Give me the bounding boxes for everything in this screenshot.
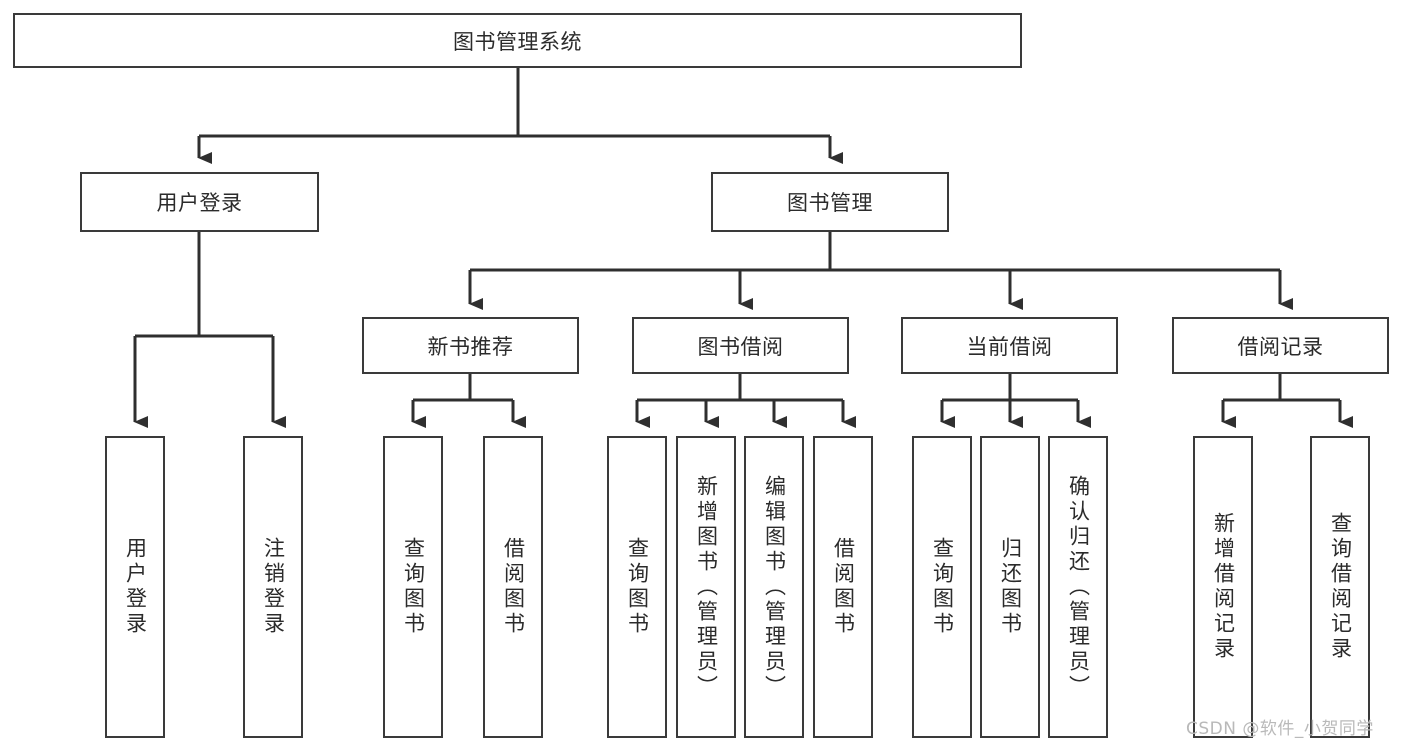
leaf-user-login-logout[interactable]: 注销登录 <box>243 436 303 738</box>
leaf-label: 借阅图书 <box>501 537 526 637</box>
node-user-login-label: 用户登录 <box>156 191 243 215</box>
node-root[interactable]: 图书管理系统 <box>13 13 1022 68</box>
node-book-borrow-label: 图书借阅 <box>697 334 784 359</box>
node-borrow-record-label: 借阅记录 <box>1237 334 1324 359</box>
node-current-borrow-label: 当前借阅 <box>966 334 1053 359</box>
leaf-new-book-query[interactable]: 查询图书 <box>383 436 443 738</box>
leaf-current-borrow-query[interactable]: 查询图书 <box>912 436 972 738</box>
leaf-label: 借阅图书 <box>831 537 856 637</box>
leaf-label: 注销登录 <box>261 537 286 637</box>
leaf-current-borrow-confirm[interactable]: 确认归还（管理员） <box>1048 436 1108 738</box>
leaf-borrow-record-query[interactable]: 查询借阅记录 <box>1310 436 1370 738</box>
node-book-manage[interactable]: 图书管理 <box>711 172 949 232</box>
leaf-current-borrow-return[interactable]: 归还图书 <box>980 436 1040 738</box>
leaf-label: 查询图书 <box>401 537 426 637</box>
leaf-label: 新增借阅记录 <box>1211 512 1236 662</box>
node-borrow-record[interactable]: 借阅记录 <box>1172 317 1389 374</box>
leaf-book-borrow-borrow[interactable]: 借阅图书 <box>813 436 873 738</box>
leaf-label: 编辑图书（管理员） <box>762 474 787 700</box>
leaf-label: 用户登录 <box>123 537 148 637</box>
node-book-manage-label: 图书管理 <box>787 191 873 215</box>
leaf-book-borrow-query[interactable]: 查询图书 <box>607 436 667 738</box>
leaf-user-login-login[interactable]: 用户登录 <box>105 436 165 738</box>
leaf-label: 确认归还（管理员） <box>1066 474 1091 700</box>
node-user-login[interactable]: 用户登录 <box>80 172 319 232</box>
leaf-label: 新增图书（管理员） <box>694 474 719 700</box>
leaf-label: 归还图书 <box>998 537 1023 637</box>
leaf-label: 查询图书 <box>625 537 650 637</box>
leaf-book-borrow-edit[interactable]: 编辑图书（管理员） <box>744 436 804 738</box>
node-new-book-recommend[interactable]: 新书推荐 <box>362 317 579 374</box>
leaf-book-borrow-add[interactable]: 新增图书（管理员） <box>676 436 736 738</box>
node-root-label: 图书管理系统 <box>453 29 582 54</box>
csdn-watermark: CSDN @软件_小贺同学 <box>1186 719 1374 739</box>
leaf-label: 查询图书 <box>930 537 955 637</box>
leaf-new-book-borrow[interactable]: 借阅图书 <box>483 436 543 738</box>
leaf-label: 查询借阅记录 <box>1328 512 1353 662</box>
leaf-borrow-record-add[interactable]: 新增借阅记录 <box>1193 436 1253 738</box>
node-new-book-recommend-label: 新书推荐 <box>427 334 514 359</box>
node-current-borrow[interactable]: 当前借阅 <box>901 317 1118 374</box>
node-book-borrow[interactable]: 图书借阅 <box>632 317 849 374</box>
